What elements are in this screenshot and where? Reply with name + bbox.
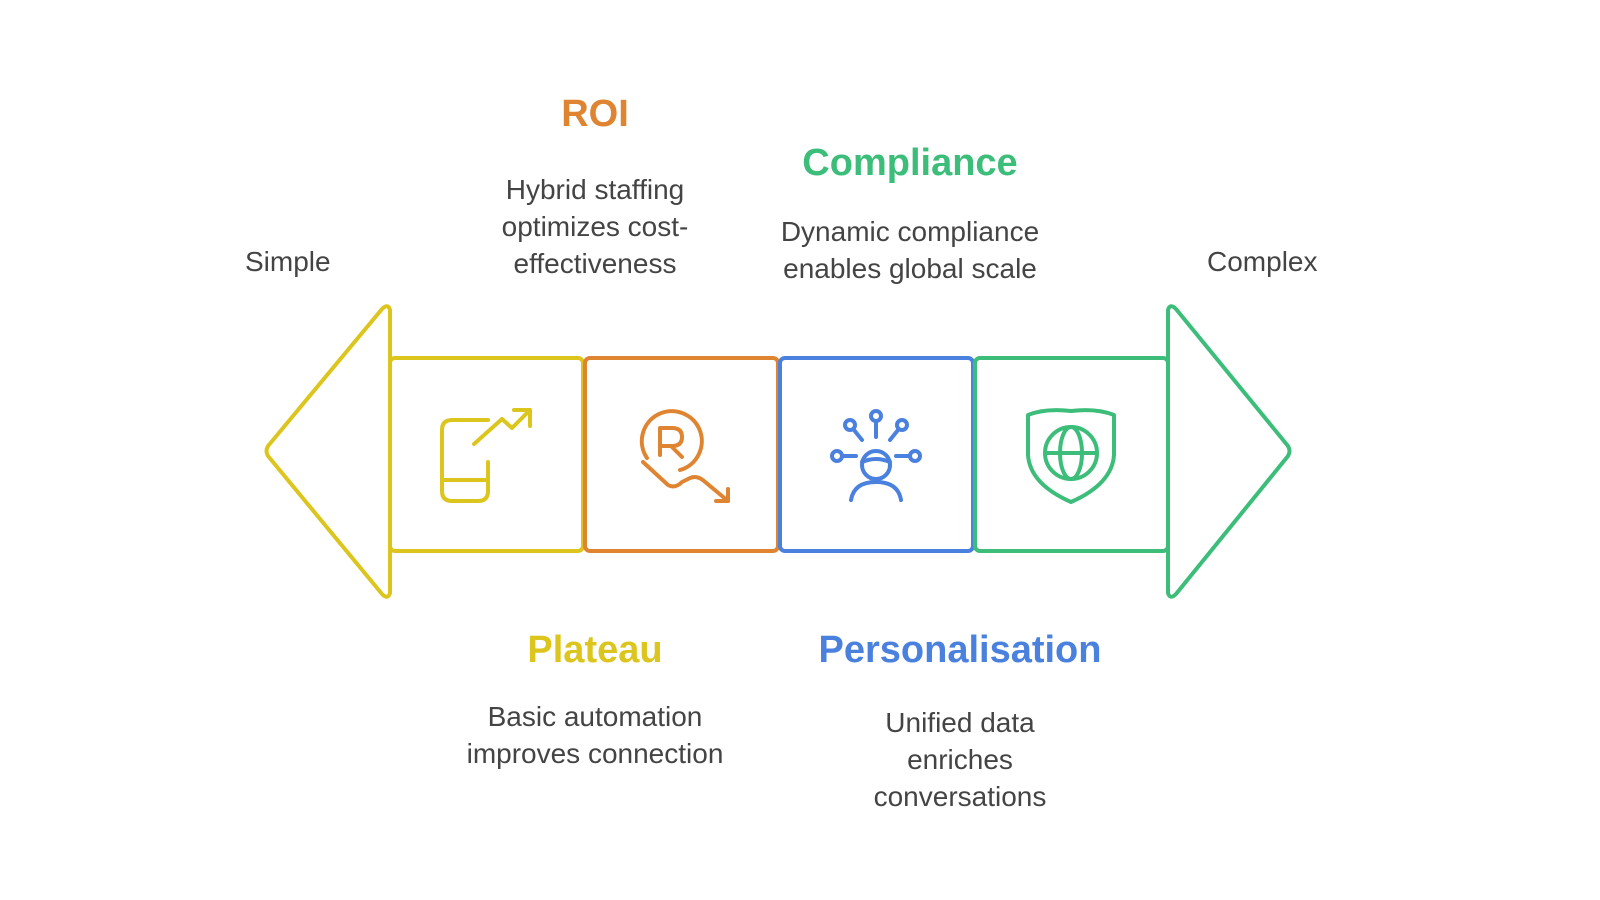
stage-box-compliance (973, 356, 1170, 553)
stage-description-personalisation: Unified data enriches conversations (873, 707, 1047, 812)
roi-decline-icon (639, 409, 730, 503)
stage-title-personalisation: Personalisation (818, 629, 1102, 671)
stage-box-personalisation (778, 356, 975, 553)
stage-box-plateau (388, 356, 585, 553)
stage-title-plateau: Plateau (527, 629, 663, 671)
globe-shield-icon (1026, 408, 1116, 504)
stage-title-roi: ROI (561, 93, 629, 135)
right-arrowhead (1166, 304, 1292, 599)
left-arrowhead (264, 304, 392, 599)
endpoint-label-simple: Simple (245, 246, 331, 277)
endpoint-label-complex: Complex (1207, 246, 1318, 277)
phone-growth-icon (440, 408, 532, 503)
stage-description-plateau: Basic automation improves connection (466, 701, 724, 769)
stage-description-roi: Hybrid staffing optimizes cost-effective… (501, 174, 689, 279)
person-network-icon (830, 409, 922, 502)
stage-title-compliance: Compliance (802, 142, 1018, 184)
stage-description-compliance: Dynamic compliance enables global scale (780, 216, 1040, 284)
